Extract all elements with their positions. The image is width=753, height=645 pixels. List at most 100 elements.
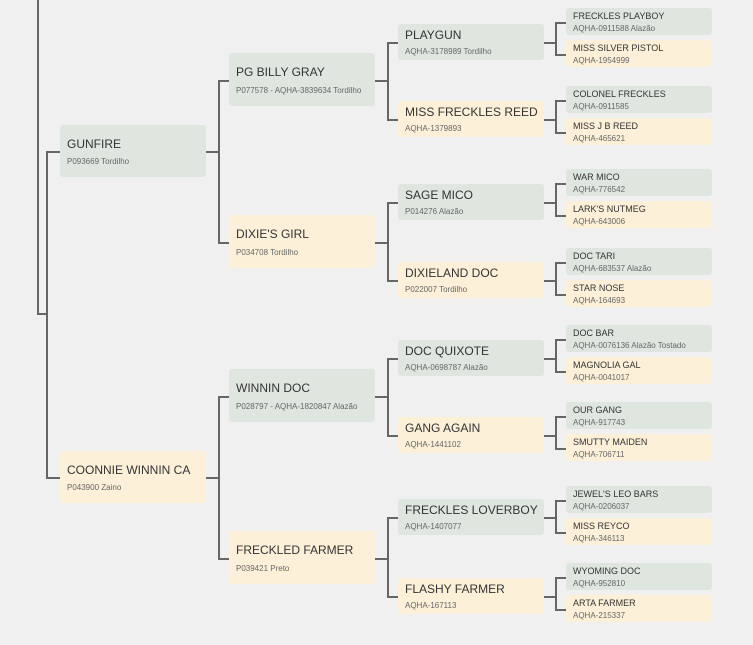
child-stub-line <box>555 531 566 534</box>
horse-card-playgun[interactable]: PLAYGUN AQHA-3178989 Tordilho <box>398 24 544 60</box>
horse-registration: AQHA-465621 <box>573 133 626 143</box>
parent-stub-line <box>544 42 555 44</box>
horse-registration: AQHA-776542 <box>573 184 626 194</box>
horse-registration: AQHA-0911585 <box>573 101 629 111</box>
child-stub-line <box>555 370 566 373</box>
horse-registration: AQHA-0076136 Alazão Tostado <box>573 340 686 350</box>
parent-stub-line <box>375 395 387 398</box>
horse-card-our-gang[interactable]: OUR GANG AQHA-917743 <box>566 402 712 429</box>
child-stub-line <box>555 293 566 296</box>
horse-name: DIXIE'S GIRL <box>236 226 309 241</box>
child-stub-line <box>387 517 398 519</box>
parent-stub-line <box>544 280 555 282</box>
horse-name: MISS SILVER PISTOL <box>573 42 664 53</box>
parent-stub-line <box>544 596 555 598</box>
bracket-vertical-line <box>387 202 389 282</box>
parent-stub-line <box>544 202 555 204</box>
child-stub-line <box>555 21 566 24</box>
root-trunk-line <box>37 0 39 315</box>
horse-name: FRECKLES LOVERBOY <box>405 503 538 517</box>
horse-registration: P014276 Alazão <box>405 207 464 216</box>
parent-stub-line <box>375 557 387 560</box>
bracket-stub-line <box>46 151 60 153</box>
horse-card-freckled-farmer[interactable]: FRECKLED FARMER P039421 Preto <box>229 531 375 584</box>
horse-name: FRECKLES PLAYBOY <box>573 10 665 21</box>
bracket-vertical-line <box>46 151 48 479</box>
child-stub-line <box>555 53 566 56</box>
child-stub-line <box>387 202 398 204</box>
horse-name: WAR MICO <box>573 171 620 182</box>
bracket-vertical-line <box>387 42 389 121</box>
parent-stub-line <box>375 79 387 82</box>
parent-stub-line <box>544 517 555 519</box>
bracket-vertical-line <box>555 261 557 296</box>
child-stub-line <box>218 241 229 244</box>
horse-registration: AQHA-167113 <box>405 601 457 610</box>
horse-registration: AQHA-1407077 <box>405 522 462 531</box>
child-stub-line <box>555 608 566 611</box>
horse-name: FRECKLED FARMER <box>236 542 354 557</box>
horse-name: SMUTTY MAIDEN <box>573 436 648 447</box>
parent-stub-line <box>375 241 387 244</box>
bracket-stub-line <box>46 477 60 479</box>
horse-card-war-mico[interactable]: WAR MICO AQHA-776542 <box>566 169 712 196</box>
horse-name: MAGNOLIA GAL <box>573 359 641 370</box>
horse-registration: AQHA-3178989 Tordilho <box>405 47 492 56</box>
horse-card-dixie-s-girl[interactable]: DIXIE'S GIRL P034708 Tordilho <box>229 215 375 268</box>
horse-registration: P028797 - AQHA-1820847 Alazão <box>236 401 358 411</box>
child-stub-line <box>387 435 398 437</box>
horse-registration: P039421 Preto <box>236 563 290 573</box>
child-stub-line <box>555 415 566 418</box>
horse-registration: AQHA-1441102 <box>405 440 461 449</box>
horse-name: STAR NOSE <box>573 282 625 293</box>
horse-name: OUR GANG <box>573 404 623 415</box>
horse-name: MISS FRECKLES REED <box>405 105 538 119</box>
horse-name: GUNFIRE <box>67 136 121 151</box>
horse-registration: P043900 Zaino <box>67 482 122 492</box>
horse-registration: P034708 Tordilho <box>236 247 299 257</box>
bracket-vertical-line <box>387 358 389 437</box>
horse-name: ARTA FARMER <box>573 597 636 608</box>
bracket-vertical-line <box>555 415 557 450</box>
horse-registration: AQHA-164693 <box>573 295 626 305</box>
child-stub-line <box>555 214 566 217</box>
horse-registration: P077578 - AQHA-3839634 Tordilho <box>236 85 362 95</box>
horse-name: COONNIE WINNIN CA <box>67 462 191 477</box>
horse-name: MISS REYCO <box>573 520 630 531</box>
horse-card-coonnie-winnin-ca[interactable]: COONNIE WINNIN CA P043900 Zaino <box>60 451 206 503</box>
child-stub-line <box>218 79 229 82</box>
child-stub-line <box>555 499 566 502</box>
child-stub-line <box>555 576 566 579</box>
bracket-vertical-line <box>387 517 389 598</box>
horse-card-freckles-loverboy[interactable]: FRECKLES LOVERBOY AQHA-1407077 <box>398 499 544 535</box>
bracket-vertical-line <box>218 395 220 560</box>
horse-registration: AQHA-917743 <box>573 417 626 427</box>
horse-card-star-nose[interactable]: STAR NOSE AQHA-164693 <box>566 280 712 307</box>
child-stub-line <box>555 182 566 185</box>
horse-name: PLAYGUN <box>405 28 462 42</box>
child-stub-line <box>387 358 398 360</box>
